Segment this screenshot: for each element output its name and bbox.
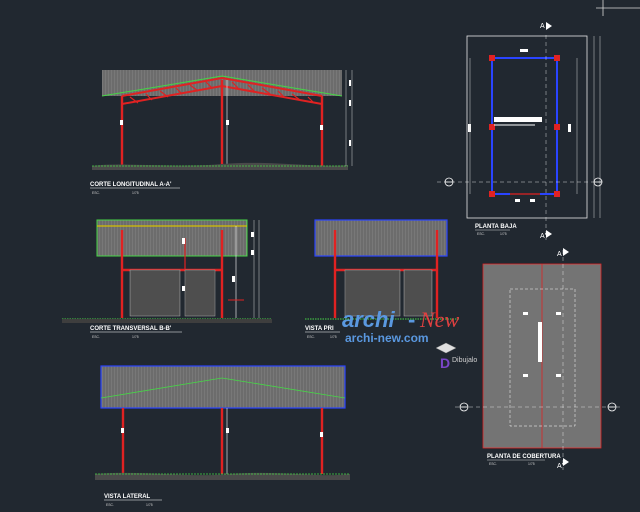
- scale-prefix: ESC.: [307, 335, 315, 339]
- columns: [120, 80, 324, 166]
- view-vista-lateral: VISTA LATERAL ESC. 1/75: [95, 365, 350, 507]
- scale-value: 1/75: [500, 232, 507, 236]
- view-title: PLANTA DE COBERTURA: [487, 454, 561, 460]
- view-title: VISTA PRI: [305, 326, 334, 332]
- scale-prefix: ESC.: [489, 462, 497, 466]
- scale-value: 1/75: [132, 335, 139, 339]
- plan-columns: [489, 55, 560, 197]
- logo-diamond-icon: [435, 342, 457, 354]
- scale-prefix: ESC.: [477, 232, 485, 236]
- gate: [129, 269, 181, 317]
- view-title: CORTE LONGITUDINAL A-A': [90, 182, 172, 188]
- section-marker-top: A: [540, 23, 545, 30]
- dimension-lines: [345, 70, 353, 166]
- view-planta-cobertura: PLANTA DE COBERTURA ESC. 1/75: [455, 250, 620, 470]
- watermark: archi - New archi-new.com D Dibujalo: [342, 307, 477, 371]
- plan-beam: [494, 117, 542, 122]
- sheet-border: [466, 35, 588, 219]
- scale-value: 1/75: [146, 503, 153, 507]
- view-corte-transversal: CORTE TRANSVERSAL B-B' ESC. 1/75: [62, 219, 272, 339]
- watermark-url: archi-new.com: [345, 331, 429, 345]
- section-markers-planta-baja: A A': [444, 22, 603, 240]
- sheet-frame-corner: [596, 0, 640, 16]
- scale-prefix: ESC.: [106, 503, 114, 507]
- watermark-brand-dash: -: [408, 307, 415, 332]
- scale-prefix: ESC.: [92, 191, 100, 195]
- scale-value: 1/75: [330, 335, 337, 339]
- view-planta-baja: PLANTA BAJA ESC. 1/75: [437, 35, 605, 240]
- view-title: VISTA LATERAL: [104, 494, 151, 500]
- view-title: PLANTA BAJA: [475, 224, 517, 230]
- view-vista-principal: VISTA PRI ESC. 1/75: [305, 219, 460, 339]
- scale-value: 1/75: [132, 191, 139, 195]
- section-marker-bottom: A': [557, 463, 563, 470]
- watermark-brand-right: New: [419, 307, 459, 332]
- scale-value: 1/75: [528, 462, 535, 466]
- logo-text: Dibujalo: [452, 357, 477, 364]
- logo-letter: D: [440, 355, 450, 371]
- section-marker-top: A: [557, 251, 562, 258]
- watermark-brand-left: archi: [342, 307, 395, 332]
- view-title: CORTE TRANSVERSAL B-B': [90, 326, 172, 332]
- plan-walls: [491, 57, 558, 195]
- scale-prefix: ESC.: [92, 335, 100, 339]
- section-marker-bottom: A': [540, 233, 546, 240]
- section-markers-planta-cobertura: A A': [459, 248, 617, 470]
- view-corte-longitudinal: CORTE LONGITUDINAL A-A' ESC. 1/75: [90, 70, 353, 195]
